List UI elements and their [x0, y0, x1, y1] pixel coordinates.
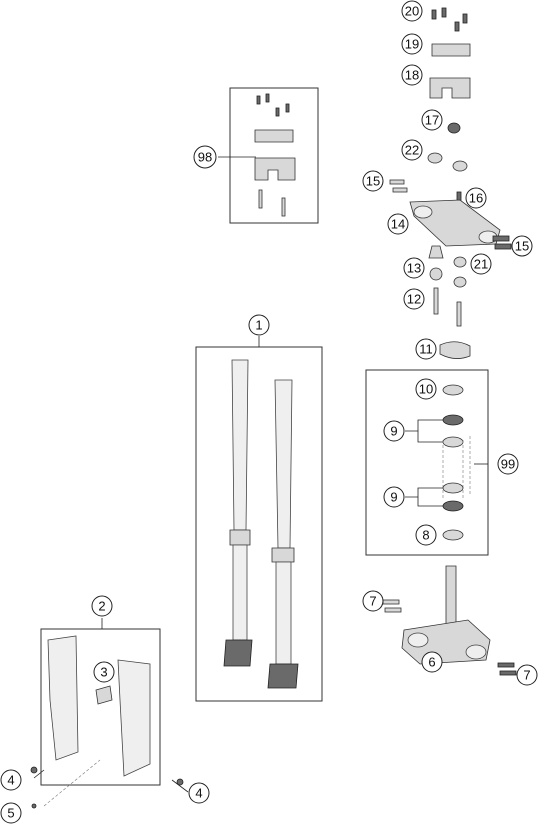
kit-98-parts — [254, 93, 296, 217]
callout-label: 5 — [7, 806, 14, 821]
callout-99: 99 — [497, 453, 519, 475]
callout-label: 8 — [422, 528, 429, 543]
fork-protectors-2 — [30, 635, 184, 809]
callout-12: 12 — [403, 288, 425, 310]
nut-17 — [447, 122, 461, 134]
callout-label: 10 — [419, 382, 433, 397]
kit-98-frame — [229, 87, 319, 224]
callout-5: 5 — [0, 802, 22, 824]
seal-8 — [442, 529, 464, 541]
callout-7-left: 7 — [362, 590, 384, 612]
callout-label: 11 — [419, 342, 433, 357]
callout-label: 12 — [407, 292, 421, 307]
seal-10 — [442, 384, 464, 396]
bolts-15-left — [389, 179, 408, 193]
callout-label: 3 — [100, 665, 107, 680]
callout-label: 4 — [7, 773, 14, 788]
bushings-22 — [427, 152, 468, 172]
callout-4-left: 4 — [0, 769, 22, 791]
steering-stem-6 — [382, 565, 517, 676]
fork-assembly-frame — [195, 346, 323, 702]
callout-1: 1 — [248, 314, 270, 336]
screws-20 — [431, 7, 468, 32]
callout-15-right: 15 — [511, 235, 533, 257]
callout-9-bottom: 9 — [383, 486, 405, 508]
callout-21: 21 — [470, 253, 492, 275]
caps-13-21 — [428, 245, 467, 288]
callout-label: 19 — [405, 37, 419, 52]
callout-11: 11 — [415, 338, 437, 360]
callout-98: 98 — [193, 145, 217, 169]
callout-label: 6 — [428, 655, 435, 670]
callout-label: 13 — [407, 261, 421, 276]
callout-19: 19 — [401, 33, 423, 55]
callout-label: 4 — [195, 786, 202, 801]
callout-label: 2 — [98, 599, 105, 614]
callout-label: 98 — [198, 150, 212, 165]
callout-6: 6 — [421, 651, 443, 673]
kit-99-frame — [365, 369, 489, 556]
callout-label: 17 — [425, 113, 439, 128]
callout-label: 9 — [390, 490, 397, 505]
callout-label: 14 — [391, 217, 405, 232]
callout-10: 10 — [415, 378, 437, 400]
clamp-18 — [429, 77, 471, 99]
fork-protector-frame — [40, 628, 161, 786]
callout-4-right: 4 — [188, 782, 210, 804]
bolts-12 — [433, 287, 462, 327]
callout-2: 2 — [91, 595, 113, 617]
callout-label: 99 — [501, 457, 515, 472]
callout-16: 16 — [465, 187, 487, 209]
fork-leg-left — [223, 359, 253, 667]
callout-label: 16 — [469, 191, 483, 206]
clamp-19 — [431, 43, 471, 57]
callout-label: 20 — [405, 4, 419, 19]
callout-3: 3 — [93, 661, 115, 683]
leader-lines — [33, 156, 488, 807]
callout-14: 14 — [387, 213, 409, 235]
fork-leg-right — [267, 379, 299, 689]
callout-label: 22 — [405, 143, 419, 158]
callout-label: 7 — [369, 594, 376, 609]
callout-8: 8 — [415, 524, 437, 546]
bracket-11 — [439, 341, 471, 359]
callout-20: 20 — [401, 0, 423, 22]
bolts-15-right — [492, 235, 512, 250]
callout-9-top: 9 — [383, 420, 405, 442]
callout-label: 1 — [255, 318, 262, 333]
callout-18: 18 — [401, 64, 423, 86]
callout-7-right: 7 — [516, 664, 538, 686]
callout-22: 22 — [401, 139, 423, 161]
callout-label: 9 — [390, 424, 397, 439]
callout-label: 18 — [405, 68, 419, 83]
callout-13: 13 — [403, 257, 425, 279]
callout-label: 15 — [366, 174, 380, 189]
callout-label: 21 — [474, 257, 488, 272]
callout-label: 7 — [523, 668, 530, 683]
callout-17: 17 — [421, 109, 443, 131]
callout-15-left: 15 — [362, 170, 384, 192]
callout-label: 15 — [515, 239, 529, 254]
